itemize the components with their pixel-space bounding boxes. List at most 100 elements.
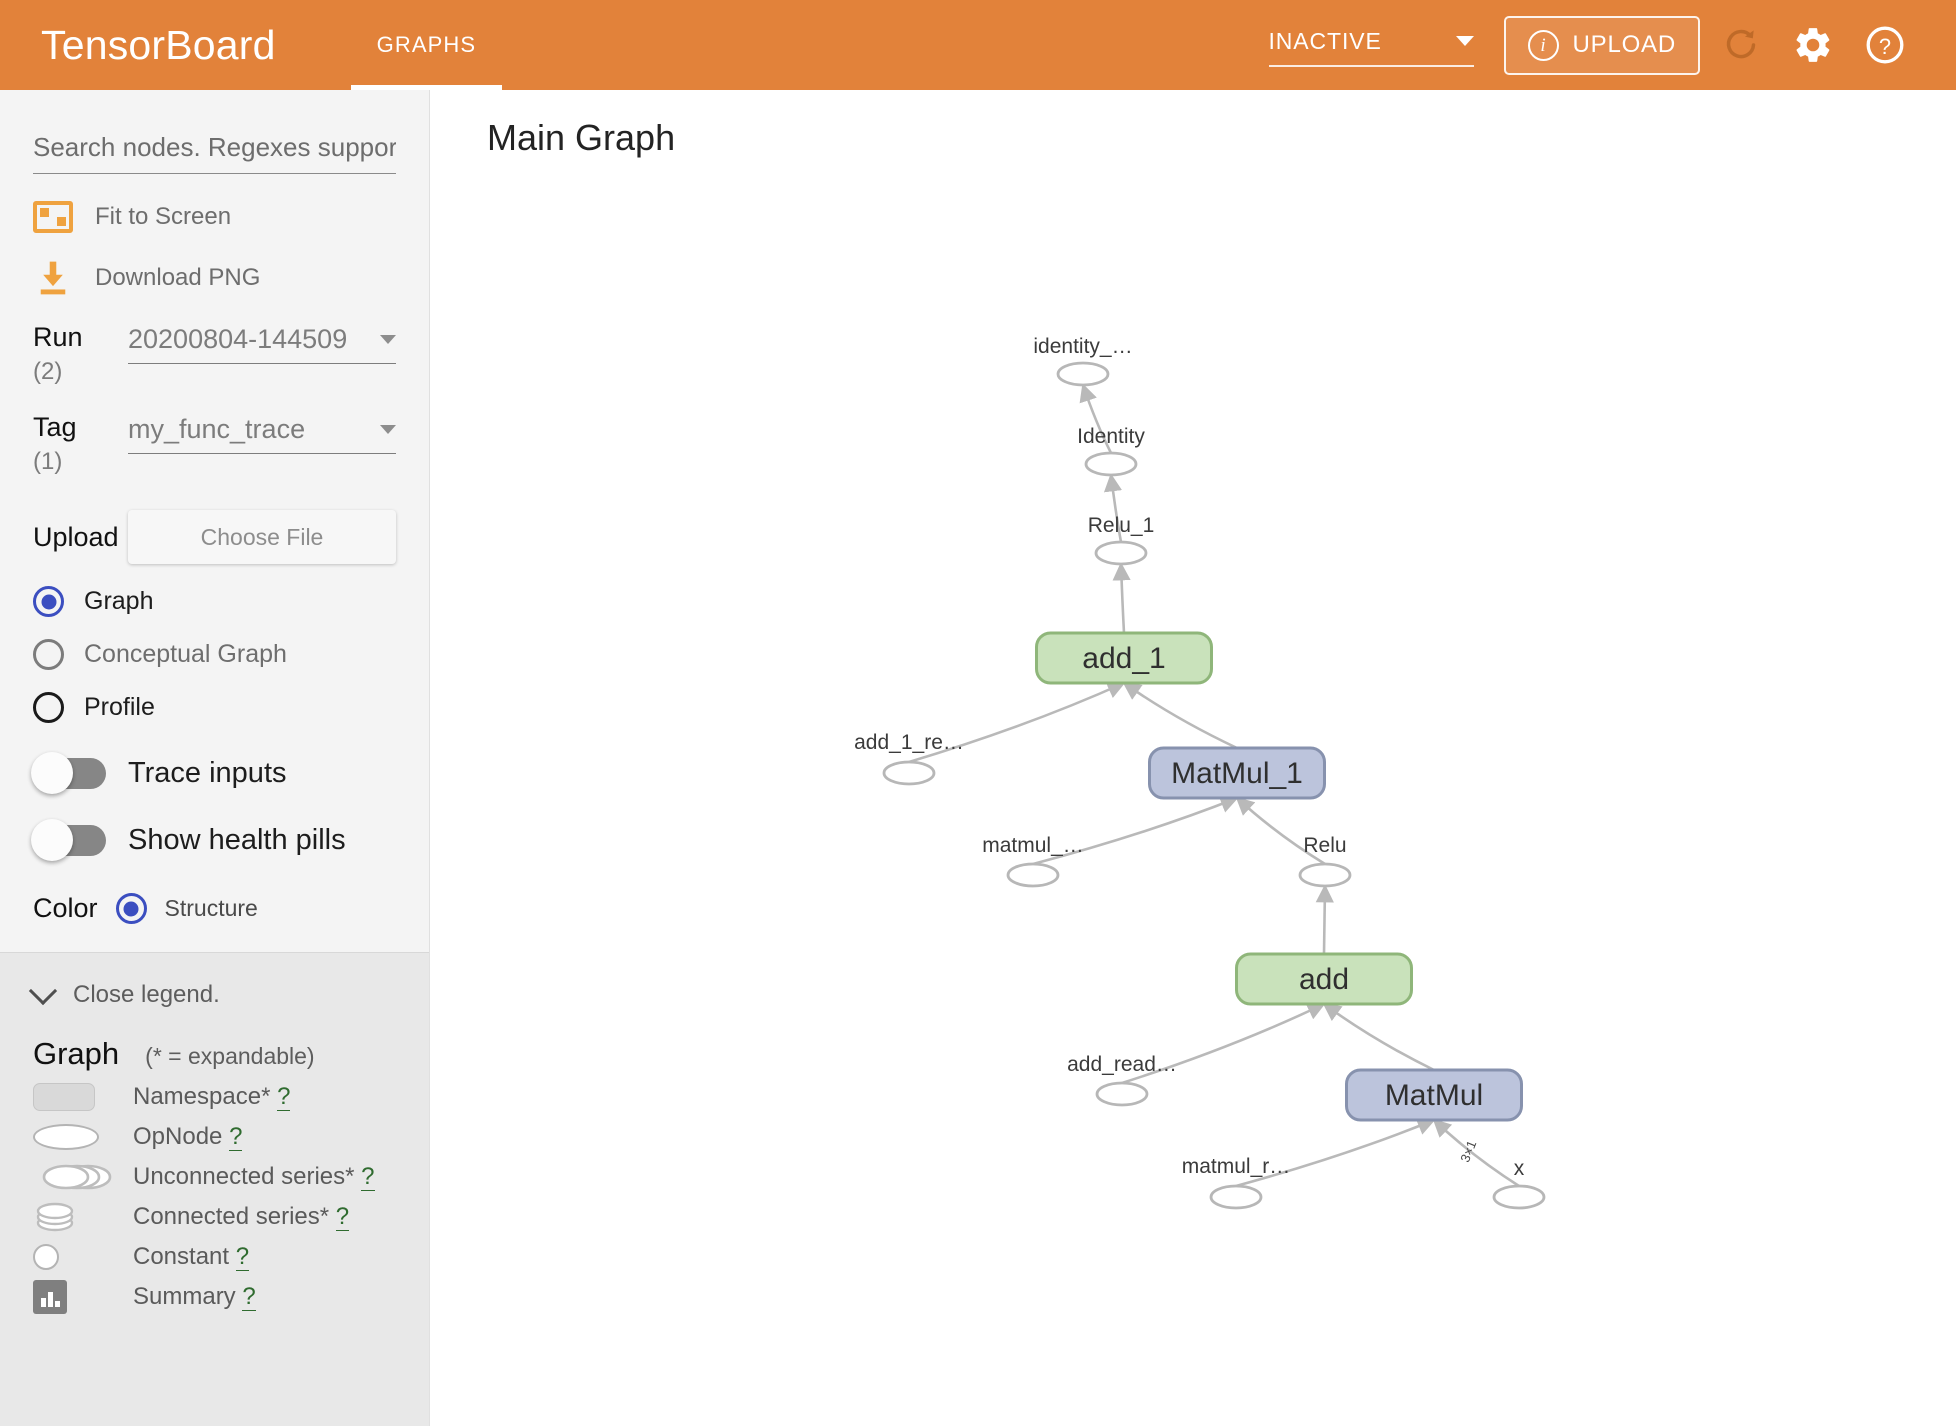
namespace-swatch-icon [33,1082,133,1111]
left-sidebar: Fit to Screen Download PNG Run (2) 20200… [0,90,430,1426]
radio-profile[interactable]: Profile [33,692,396,723]
series-node-shape [1035,631,1213,685]
radio-profile-label: Profile [84,693,155,721]
radio-conceptual-graph[interactable]: Conceptual Graph [33,639,396,670]
graph-edge [1032,795,1239,866]
svg-text:?: ? [1879,34,1891,59]
op-node-shape [1056,361,1110,387]
close-legend-toggle[interactable]: Close legend. [28,976,396,1009]
graph-node-add_1_readvariableop[interactable]: add_1_re… [854,731,964,786]
legend-title: Graph [33,1036,120,1071]
run-status-select[interactable]: INACTIVE [1268,24,1474,67]
unconnected-series-swatch-icon [33,1162,133,1192]
graph-edge [1112,562,1131,634]
page-title: Main Graph [487,117,676,158]
search-input[interactable] [33,132,396,174]
graph-node-add_1[interactable]: add_1 [1035,631,1213,685]
tag-select[interactable]: my_func_trace [128,414,396,454]
series-node-shape [1345,1068,1523,1122]
toggle-show-health-pills-label: Show health pills [128,824,346,856]
radio-color-structure-indicator[interactable] [115,893,147,924]
node-label: matmul_… [982,834,1084,857]
graph-node-add_readvariableop[interactable]: add_read… [1067,1053,1177,1107]
node-label: add_read… [1067,1053,1177,1076]
search-field-wrapper [33,90,396,174]
settings-gear-icon[interactable] [1782,14,1844,76]
help-question-icon[interactable]: ? [1854,14,1916,76]
run-select[interactable]: 20200804-144509 [128,324,396,364]
opnode-swatch-icon [33,1123,133,1150]
graph-node-Relu[interactable]: Relu [1298,834,1352,888]
chevron-down-icon [28,976,58,1006]
radio-graph[interactable]: Graph [33,586,396,617]
node-label: identity_… [1033,335,1132,358]
legend-item-connected-series: Connected series* ? [33,1201,396,1232]
graph-node-x[interactable]: x [1492,1157,1546,1210]
help-link[interactable]: ? [277,1082,291,1111]
help-link[interactable]: ? [229,1122,243,1151]
sidebar-controls: Fit to Screen Download PNG Run (2) 20200… [0,90,429,952]
help-link[interactable]: ? [242,1282,256,1311]
app-brand-title: TensorBoard [41,21,276,68]
op-node-shape [1006,862,1060,888]
legend-item-label: Connected series* ? [133,1202,350,1231]
op-node-shape [882,760,936,786]
graph-node-matmul_readvariableop_1[interactable]: matmul_r… [1182,1155,1291,1210]
toggle-show-health-pills[interactable]: Show health pills [31,819,396,861]
op-node-shape [1094,540,1148,566]
graph-node-identity_out[interactable]: identity_… [1033,335,1133,387]
run-value: 20200804-144509 [128,324,348,354]
radio-graph-indicator [33,586,64,617]
op-node-shape [1095,1081,1149,1107]
help-link[interactable]: ? [235,1242,250,1271]
op-node-shape [1492,1184,1546,1210]
run-label-group: Run (2) [33,324,128,386]
fit-to-screen-action[interactable]: Fit to Screen [33,201,396,233]
help-link[interactable]: ? [361,1162,375,1191]
graph-node-add[interactable]: add [1235,952,1413,1006]
op-node-shape [1298,862,1352,888]
chevron-down-icon [380,425,396,434]
chevron-down-icon [1455,36,1474,46]
legend-item-summary: Summary ? [33,1279,396,1314]
toggle-trace-inputs-label: Trace inputs [128,757,287,789]
radio-conceptual-graph-label: Conceptual Graph [84,640,287,668]
graph-edge [1121,1002,1326,1085]
color-mode-row: Color Structure [33,893,396,952]
graph-node-Identity[interactable]: Identity [1077,425,1145,477]
upload-button-label: UPLOAD [1572,31,1676,58]
fit-to-screen-icon [33,201,73,233]
graph-node-Relu_1[interactable]: Relu_1 [1088,514,1155,566]
graph-edges: 3×1 [908,383,1520,1188]
graph-edge [1432,1118,1520,1188]
download-png-action[interactable]: Download PNG [33,260,396,296]
choose-file-button[interactable]: Choose File [128,510,396,564]
legend-item-namespace: Namespace* ? [33,1081,396,1112]
series-node-shape [1235,952,1413,1006]
tag-label-group: Tag (1) [33,414,128,476]
tab-graphs[interactable]: GRAPHS [350,0,503,90]
upload-row: Upload Choose File [33,510,396,564]
refresh-icon[interactable] [1710,14,1772,76]
graph-edge [1103,473,1123,543]
help-link[interactable]: ? [335,1202,350,1231]
toggle-show-health-pills-switch [31,819,106,861]
upload-button[interactable]: i UPLOAD [1503,15,1700,75]
node-label: Relu [1303,834,1346,857]
tag-count: (1) [33,448,63,475]
node-label: Relu_1 [1088,514,1155,537]
node-label: add [1299,963,1349,996]
tag-label: Tag [33,412,77,442]
top-bar-actions: INACTIVE i UPLOAD ? [1268,14,1956,76]
graph-node-MatMul[interactable]: MatMul [1345,1068,1523,1122]
graph-edge [908,681,1126,764]
toggle-trace-inputs[interactable]: Trace inputs [31,752,396,794]
toggle-trace-inputs-switch [31,752,106,794]
fit-to-screen-label: Fit to Screen [95,203,232,230]
op-node-shape [1209,1184,1263,1210]
info-circle-icon: i [1527,29,1559,61]
graph-edge [1235,796,1326,866]
graph-node-matmul_readvariableop[interactable]: matmul_… [982,834,1084,888]
graph-node-MatMul_1[interactable]: MatMul_1 [1148,746,1326,800]
